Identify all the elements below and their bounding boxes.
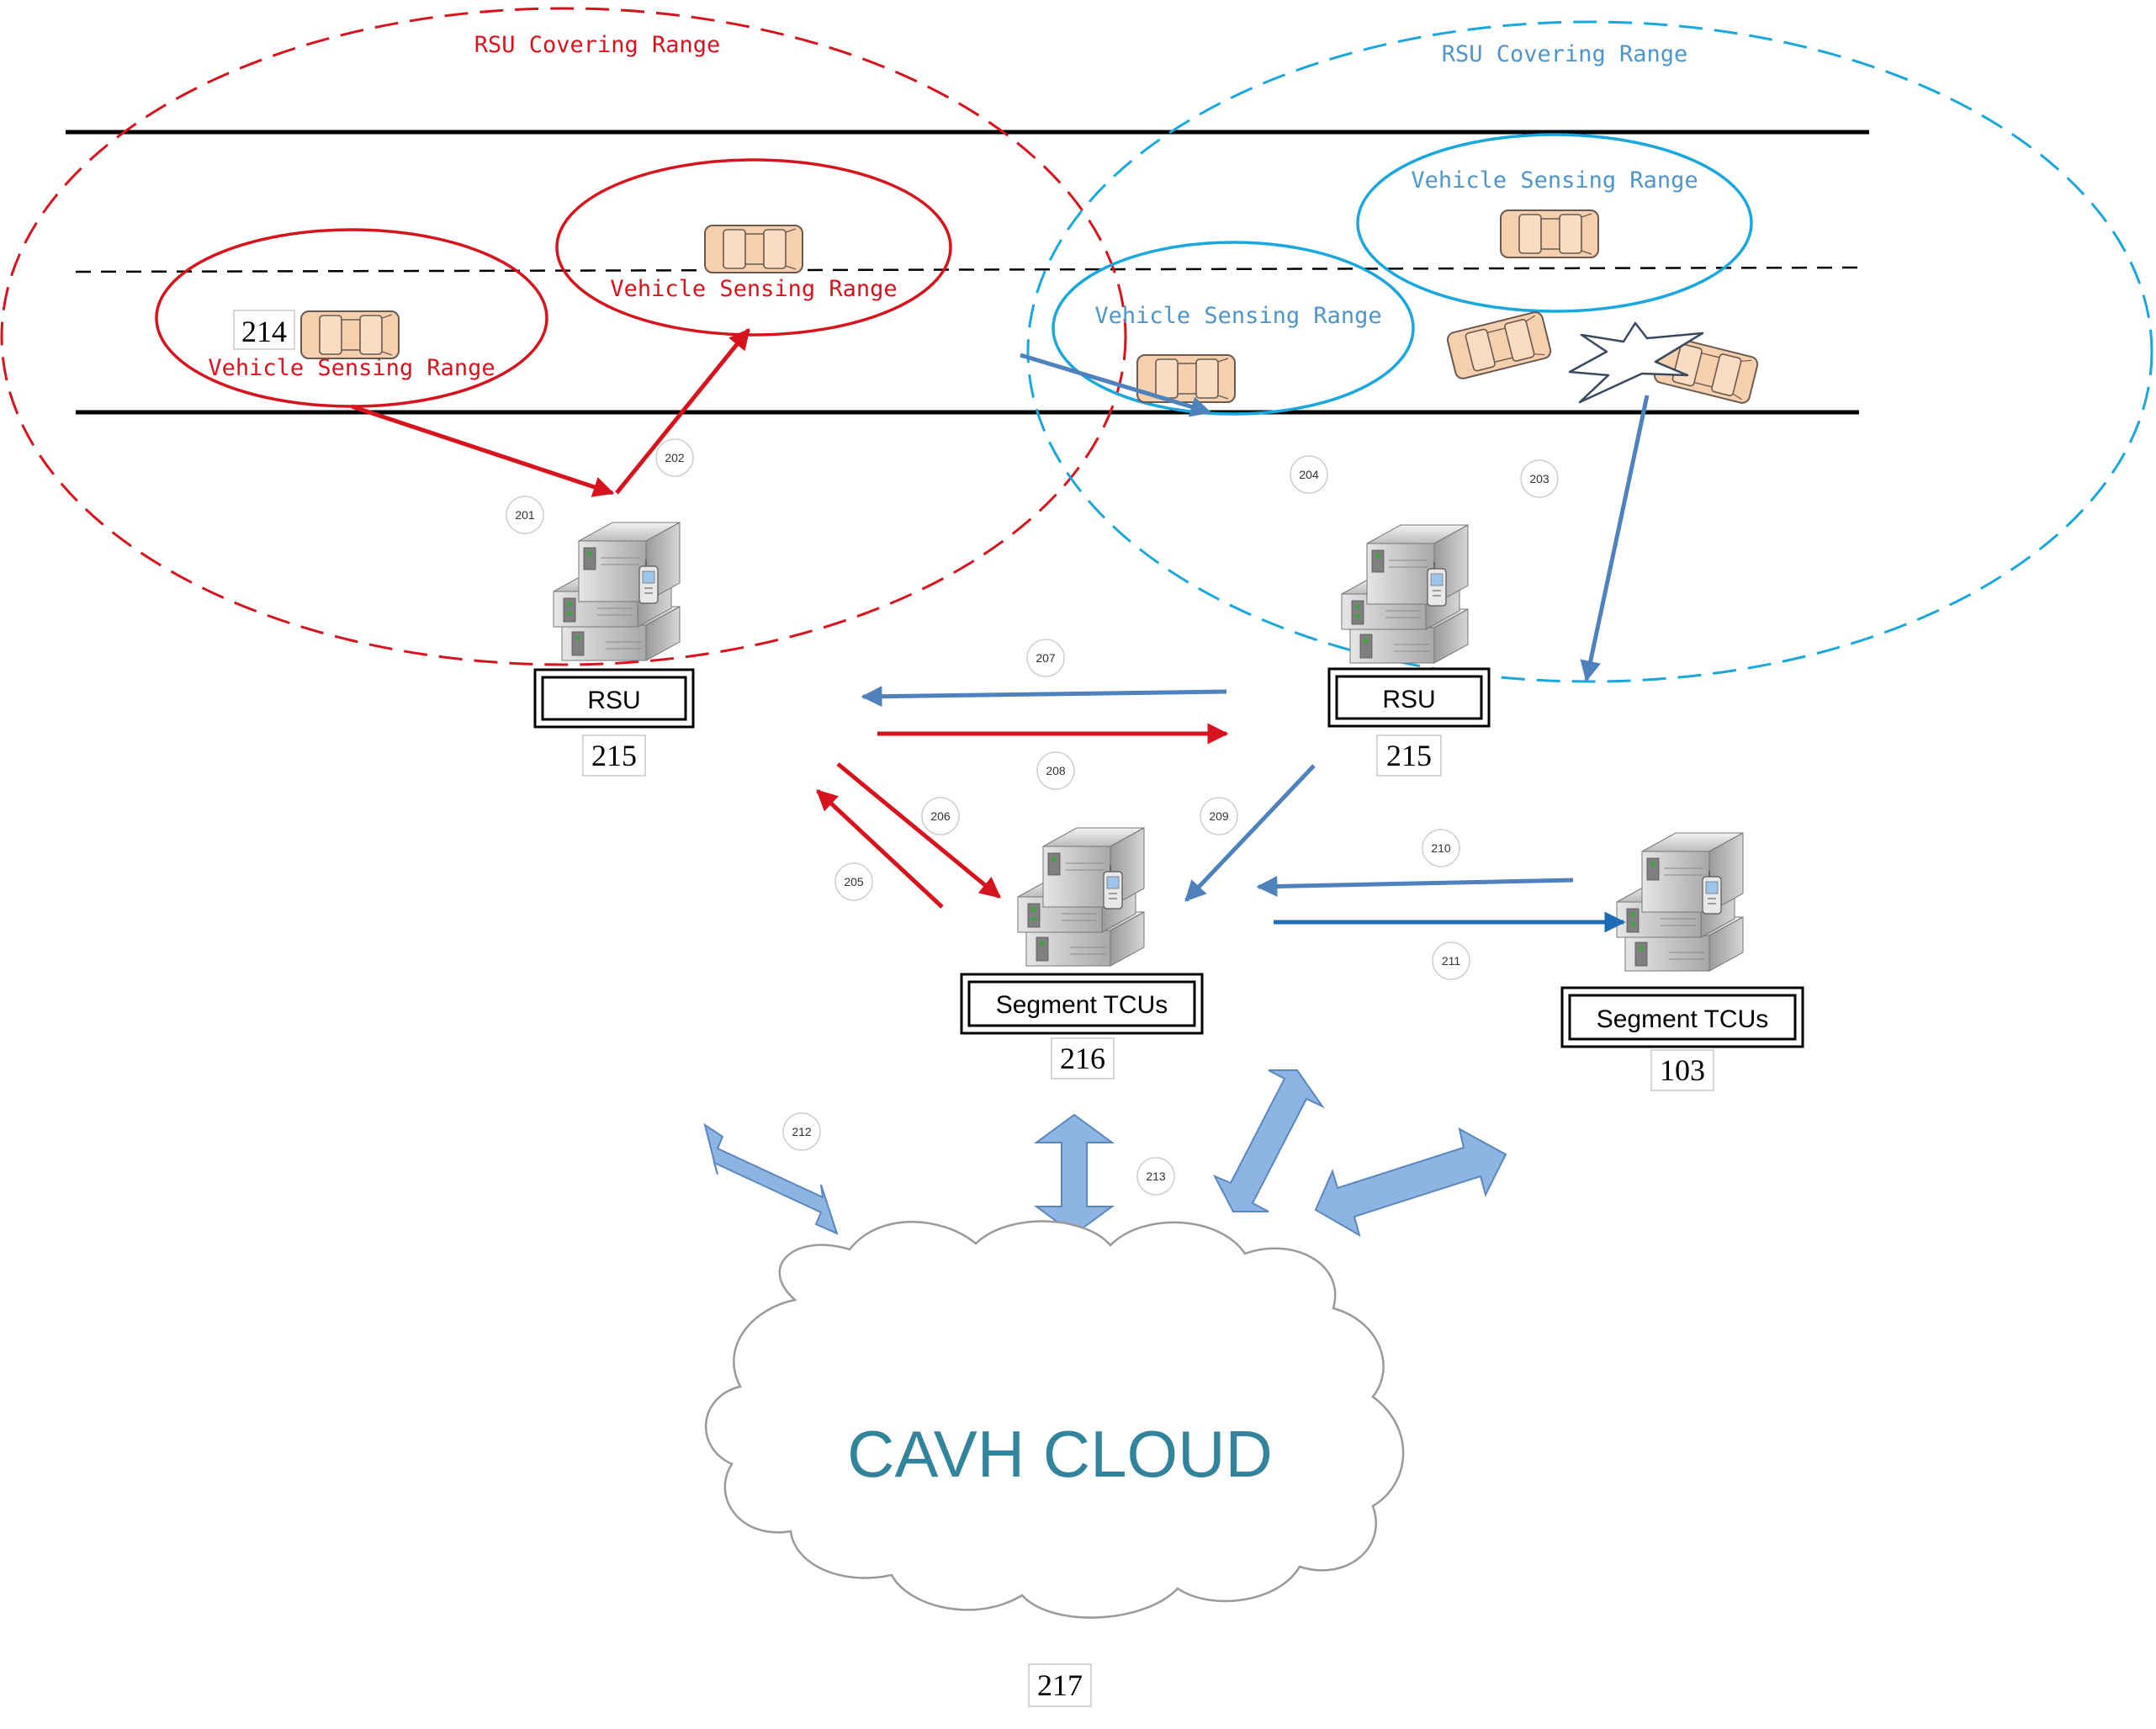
cloud-ref-box (1028, 1663, 1092, 1707)
crashed-car-left (1445, 310, 1554, 381)
server-rack-icon (1341, 524, 1469, 664)
cloud-link-arrow-213 (1033, 1113, 1115, 1236)
vehicle-sensing-range-label-3: Vehicle Sensing Range (1094, 303, 1381, 329)
rsu-covering-range-left (0, 7, 1127, 666)
vehicle-ref: 214 (241, 315, 287, 348)
vehicle-sensing-range-4 (1356, 133, 1753, 313)
collision-star-icon (1568, 321, 1704, 404)
flow-arrow-204 (1020, 353, 1212, 417)
vehicle-sensing-range-label-2: Vehicle Sensing Range (610, 276, 897, 302)
car-icon (1500, 209, 1599, 258)
flow-arrow-205 (816, 789, 944, 909)
cloud-shape (704, 1220, 1405, 1619)
server-rack-icon (553, 522, 681, 661)
flow-refs: 201 202 203 204 205 206 207 208 209 210 … (506, 438, 1559, 1196)
flow-ref: 203 (1529, 472, 1549, 485)
tcu-center-ref: 216 (1060, 1042, 1105, 1075)
cloud-link-arrow-212 (703, 1122, 839, 1235)
vehicle-sensing-range-2 (555, 158, 952, 337)
flow-ref: 206 (930, 809, 951, 823)
cloud-ref: 217 (1037, 1668, 1083, 1702)
cloud-label: CAVH CLOUD (847, 1417, 1273, 1491)
cloud-link-arrow-214 (1212, 1069, 1325, 1212)
tcu-center-node: Segment TCUs 216 (960, 973, 1204, 1079)
flow-arrow-207 (861, 686, 1227, 708)
flow-arrow-210 (1256, 876, 1574, 898)
flow-ref: 211 (1442, 954, 1461, 968)
vehicle-sensing-range-label-4: Vehicle Sensing Range (1411, 167, 1698, 194)
flow-ref: 210 (1431, 841, 1451, 855)
rsu-covering-range-label-left: RSU Covering Range (474, 32, 721, 58)
flow-arrow-209 (1184, 764, 1316, 902)
flow-ref: 202 (665, 451, 685, 464)
rsu-left-node: RSU 215 (533, 668, 695, 777)
vehicle-sensing-range-3 (1052, 241, 1415, 416)
flow-ref: 213 (1146, 1169, 1166, 1183)
flow-ref: 212 (792, 1125, 812, 1138)
rsu-right-label: RSU (1382, 686, 1435, 713)
rsu-left-ref: 215 (591, 739, 637, 772)
rsu-right-ref: 215 (1386, 739, 1432, 772)
car-icon (300, 310, 400, 359)
server-rack-icon (1616, 832, 1744, 972)
tcu-right-ref: 103 (1660, 1053, 1705, 1087)
flow-arrow-201 (351, 404, 615, 497)
rsu-covering-range-label-right: RSU Covering Range (1442, 41, 1688, 67)
flow-ref: 207 (1036, 651, 1056, 665)
cloud-link-arrow-215 (1314, 1127, 1507, 1238)
tcu-right-label: Segment TCUs (1597, 1005, 1769, 1033)
lane-divider (75, 266, 1860, 273)
car-icon (704, 225, 803, 273)
rsu-covering-range-right (1026, 20, 2153, 683)
vehicle-ref-box (233, 310, 295, 350)
flow-arrow-206 (836, 762, 1001, 899)
flow-ref: 201 (515, 508, 535, 522)
flow-ref: 205 (844, 875, 864, 888)
tcu-right-node: Segment TCUs 103 (1560, 986, 1804, 1091)
tcu-center-label: Segment TCUs (996, 991, 1168, 1019)
rsu-right-node: RSU 215 (1327, 667, 1491, 777)
vehicle-sensing-range-label-1: Vehicle Sensing Range (208, 355, 495, 381)
server-rack-icon (1017, 827, 1145, 967)
flow-arrow-203 (1580, 395, 1650, 682)
flow-ref: 209 (1209, 809, 1229, 823)
rsu-left-label: RSU (587, 687, 640, 714)
flow-ref: 204 (1299, 468, 1319, 481)
flow-ref: 208 (1046, 764, 1066, 777)
flow-arrow-202 (615, 328, 750, 495)
car-icon (1445, 310, 1554, 381)
